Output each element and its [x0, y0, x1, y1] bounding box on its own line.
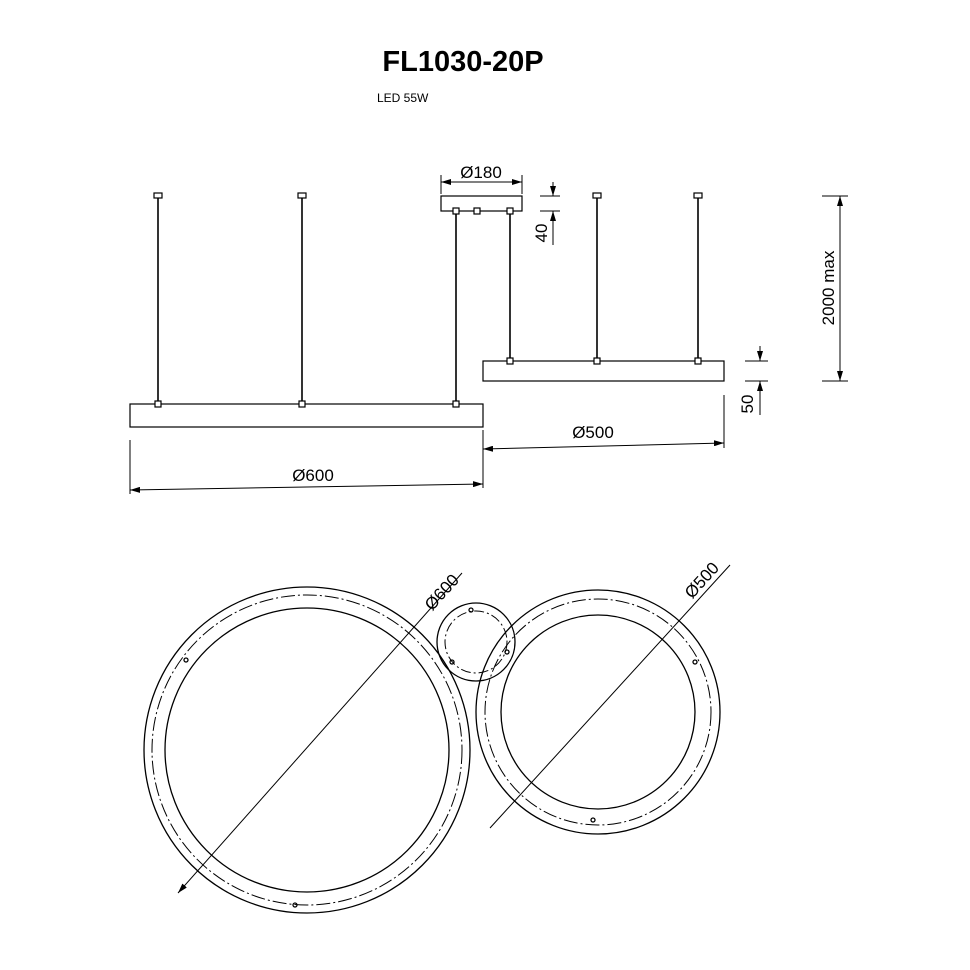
dim-canopy-height: 40: [532, 224, 551, 243]
wire-anchors: [153, 192, 703, 408]
product-power: LED 55W: [377, 91, 429, 105]
dim-suspension-length: 2000 max: [819, 250, 838, 325]
product-title: FL1030-20P: [382, 46, 544, 78]
large-ring-diameter-line: [177, 572, 463, 894]
small-ring-diameter-line: [489, 564, 731, 829]
dim-small-ring-side: Ø500: [572, 423, 614, 442]
dim-canopy-diameter: Ø180: [460, 163, 502, 182]
small-ring-side: [482, 360, 725, 382]
dim-large-ring-side: Ø600: [292, 466, 334, 485]
canopy-plan: [436, 602, 516, 682]
dim-ring-height: 50: [738, 395, 757, 414]
large-ring-side: [129, 403, 484, 428]
side-view: [129, 175, 848, 494]
plan-view: [143, 564, 731, 914]
dimension-lines: [129, 175, 848, 494]
large-ring-plan: [143, 586, 471, 914]
small-ring-plan: [475, 589, 721, 835]
suspension-wires: [157, 198, 699, 404]
canopy: [440, 195, 523, 212]
